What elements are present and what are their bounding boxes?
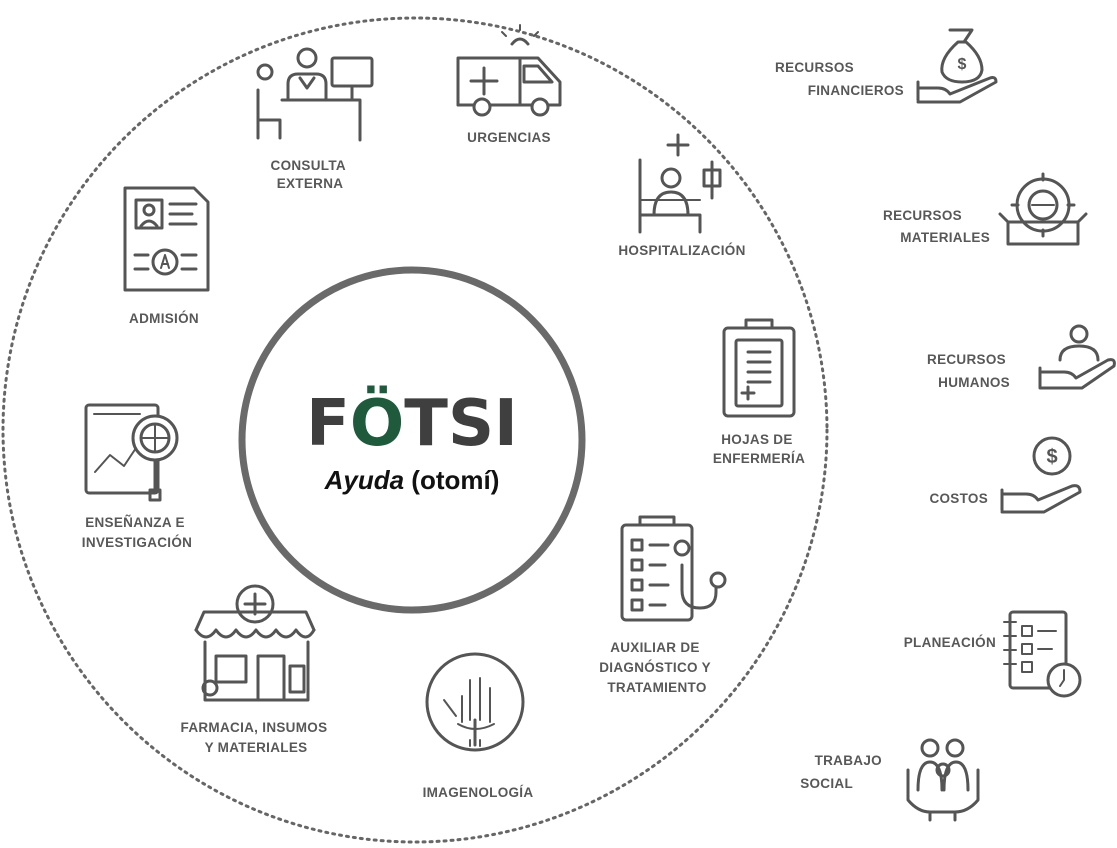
magnifier-report-icon xyxy=(84,403,179,502)
brand-subtitle: Ayuda (otomí) xyxy=(324,465,500,495)
node-admision: ADMISIÓN xyxy=(123,186,210,326)
label-ensenanza: ENSEÑANZA E INVESTIGACIÓN xyxy=(82,515,192,550)
node-hospitalizacion: HOSPITALIZACIÓN xyxy=(618,133,745,258)
node-imagenologia: IMAGENOLOGÍA xyxy=(423,652,534,800)
label-planeacion: PLANEACIÓN xyxy=(904,635,996,650)
node-consulta-externa: CONSULTA EXTERNA xyxy=(256,47,374,191)
label-farmacia: FARMACIA, INSUMOS Y MATERIALES xyxy=(181,720,332,755)
id-certificate-icon xyxy=(123,186,210,292)
brand-title: FÖTSI xyxy=(306,385,518,461)
hospital-bed-icon xyxy=(638,133,722,234)
node-auxiliar-diagnostico: AUXILIAR DE DIAGNÓSTICO Y TRATAMIENTO xyxy=(599,515,727,695)
label-admision: ADMISIÓN xyxy=(129,311,199,326)
svg-text:$: $ xyxy=(1046,446,1057,468)
item-planeacion: PLANEACIÓN xyxy=(904,610,1082,698)
label-consulta-externa: CONSULTA EXTERNA xyxy=(271,158,350,191)
node-ensenanza: ENSEÑANZA E INVESTIGACIÓN xyxy=(82,403,192,550)
outer-dotted-ring xyxy=(1,16,829,844)
label-trabajo-social: TRABAJO SOCIAL xyxy=(800,753,886,791)
pharmacy-store-icon xyxy=(194,584,316,702)
checklist-clock-icon xyxy=(1003,610,1082,698)
item-recursos-materiales: RECURSOS MATERIALES xyxy=(883,172,1088,246)
item-recursos-financieros: RECURSOS FINANCIEROS $ xyxy=(775,28,998,104)
item-costos: COSTOS $ xyxy=(929,436,1082,514)
node-urgencias: URGENCIAS xyxy=(456,24,562,145)
stethoscope-checklist-icon xyxy=(620,515,727,622)
label-recursos-financieros: RECURSOS FINANCIEROS xyxy=(775,60,904,98)
clipboard-icon xyxy=(722,318,796,418)
coin-hand-icon: $ xyxy=(1000,436,1082,514)
label-urgencias: URGENCIAS xyxy=(467,130,551,145)
label-hojas-enfermeria: HOJAS DE ENFERMERÍA xyxy=(713,432,805,466)
svg-text:$: $ xyxy=(958,56,967,73)
label-auxiliar-diagnostico: AUXILIAR DE DIAGNÓSTICO Y TRATAMIENTO xyxy=(599,640,714,695)
item-recursos-humanos: RECURSOS HUMANOS xyxy=(927,324,1116,390)
gear-box-icon xyxy=(998,172,1088,246)
center-hub: FÖTSI Ayuda (otomí) xyxy=(238,266,586,614)
person-hand-icon xyxy=(1038,324,1116,390)
doctor-desk-icon xyxy=(256,47,374,142)
center-ring xyxy=(238,266,586,614)
node-farmacia: FARMACIA, INSUMOS Y MATERIALES xyxy=(181,584,332,755)
item-trabajo-social: TRABAJO SOCIAL xyxy=(800,738,980,822)
label-recursos-humanos: RECURSOS HUMANOS xyxy=(927,352,1010,390)
label-recursos-materiales: RECURSOS MATERIALES xyxy=(883,208,990,245)
money-bag-hand-icon: $ xyxy=(916,28,998,104)
label-imagenologia: IMAGENOLOGÍA xyxy=(423,785,534,800)
node-hojas-enfermeria: HOJAS DE ENFERMERÍA xyxy=(713,318,805,466)
xray-hand-icon xyxy=(425,652,525,752)
label-hospitalizacion: HOSPITALIZACIÓN xyxy=(618,243,745,258)
ambulance-icon xyxy=(456,24,562,117)
label-costos: COSTOS xyxy=(929,491,988,506)
family-hands-icon xyxy=(906,738,980,822)
